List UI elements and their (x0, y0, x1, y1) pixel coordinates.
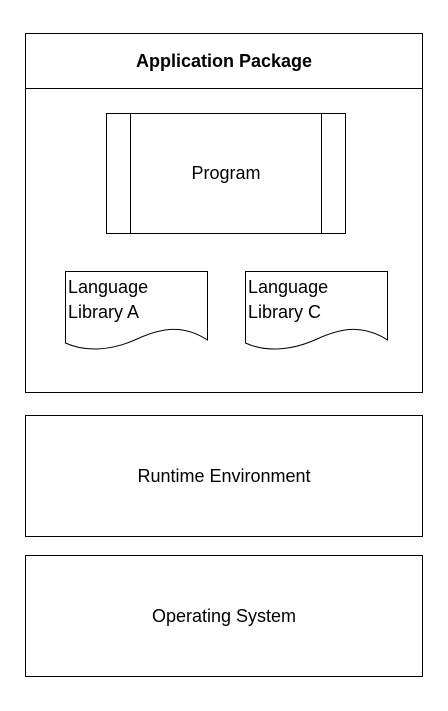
language-library-c-document: Language Library C (245, 271, 388, 356)
program-right-bar (321, 114, 322, 233)
program-left-bar (130, 114, 131, 233)
language-library-a-document: Language Library A (65, 271, 208, 356)
language-library-c-label: Language Library C (248, 275, 328, 325)
operating-system-box: Operating System (25, 555, 423, 677)
runtime-environment-label: Runtime Environment (137, 465, 311, 486)
document-shape-icon (65, 271, 208, 350)
document-shape-icon (245, 271, 388, 350)
runtime-environment-box: Runtime Environment (25, 415, 423, 537)
program-box: Program (106, 113, 346, 234)
language-library-a-line2: Library A (68, 302, 140, 322)
program-label: Program (191, 163, 261, 183)
application-package-title: Application Package (26, 34, 422, 89)
language-library-a-label: Language Library A (68, 275, 148, 325)
operating-system-label: Operating System (151, 605, 297, 626)
language-library-a-line1: Language (68, 277, 149, 297)
language-library-c-line2: Library C (248, 302, 322, 322)
language-library-c-line1: Language (248, 277, 329, 297)
